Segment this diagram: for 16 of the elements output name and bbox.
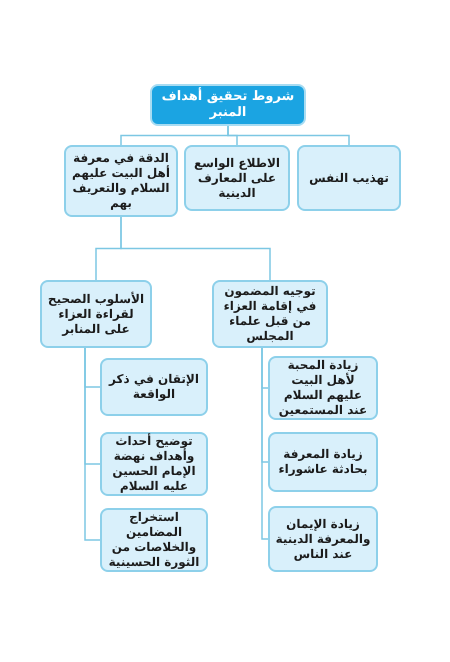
- topic-box: الدقة في معرفة أهل البيت عليهم السلام والتعريف بهم: [64, 145, 178, 217]
- topic-box: استخراج المضامين والخلاصات من الثورة الحسينية: [100, 508, 208, 572]
- connector-line: [261, 348, 268, 540]
- title-box: شروط تحقيق أهداف المنبر: [150, 84, 306, 126]
- connector-line: [120, 126, 229, 145]
- connector-line: [84, 348, 100, 541]
- topic-box: زيادة الإيمان والمعرفة الدينية عند الناس: [268, 506, 378, 572]
- topic-box: زيادة المعرفة بحادثة عاشوراء: [268, 432, 378, 492]
- topic-box: زيادة المحبة لأهل البيت عليهم السلام عند المستمعين: [268, 356, 378, 420]
- topic-box: الأسلوب الصحيح لقراءة العزاء على المنابر: [40, 280, 152, 348]
- topic-box: توضيح أحداث وأهداف نهضة الإمام الحسين عليه السلام: [100, 432, 208, 496]
- connector-line: [95, 217, 122, 280]
- topic-box: الاطلاع الواسع على المعارف الدينية: [184, 145, 290, 211]
- topic-box: تهذيب النفس: [297, 145, 401, 211]
- topic-box: توجيه المضمون في إقامة العزاء من قبل علماء المجلس: [212, 280, 328, 348]
- topic-box: الإتقان في ذكر الواقعة: [100, 358, 208, 416]
